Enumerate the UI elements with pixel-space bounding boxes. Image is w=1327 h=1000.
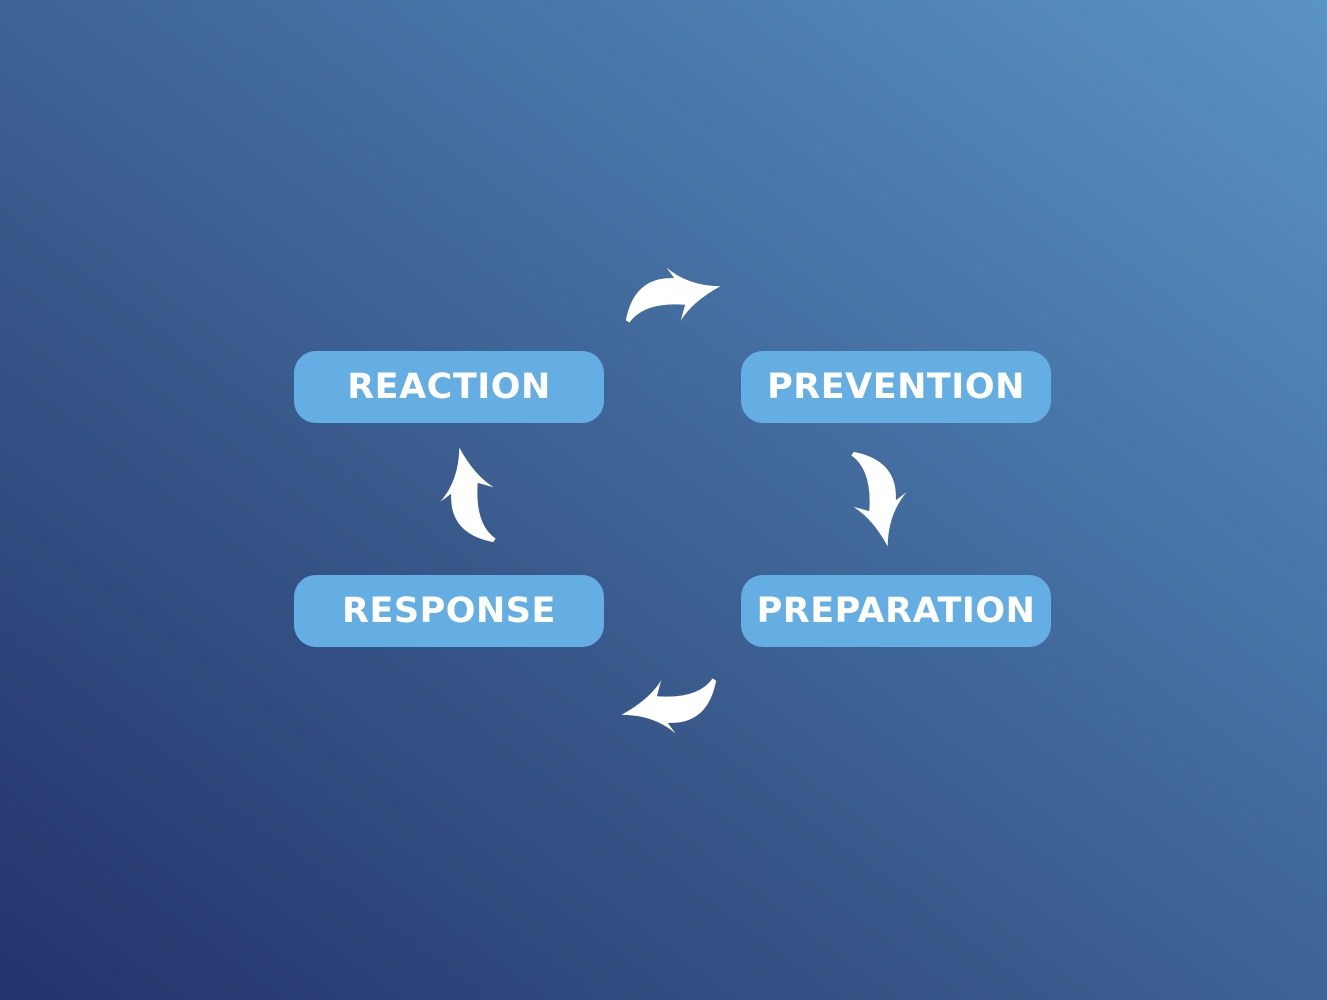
stage-prevention: PREVENTION [741,351,1051,423]
stage-prevention-label: PREVENTION [767,367,1025,407]
stage-reaction-label: REACTION [347,367,551,407]
stage-response-label: RESPONSE [342,591,556,631]
stage-preparation-label: PREPARATION [756,591,1036,631]
stage-preparation: PREPARATION [741,575,1051,647]
curved-arrow-icon-top [618,258,726,331]
curved-arrow-icon-right [843,444,916,552]
stage-response: RESPONSE [294,575,604,647]
curved-arrow-icon-left [431,442,504,550]
curved-arrow-icon-bottom [616,670,724,743]
stage-reaction: REACTION [294,351,604,423]
